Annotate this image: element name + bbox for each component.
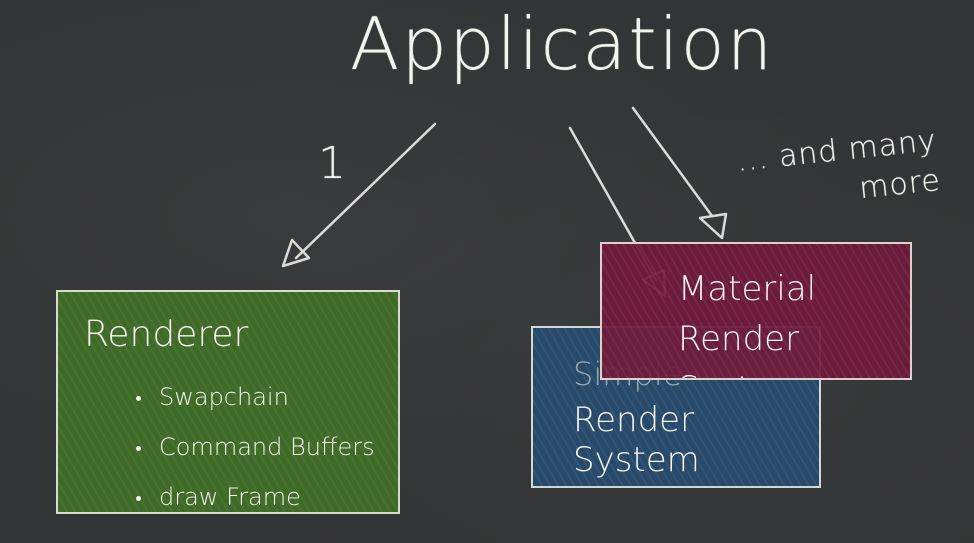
bullet-text: Command Buffers — [159, 433, 375, 461]
bullet-dot — [136, 495, 141, 501]
material-system-label: Material Render System — [678, 264, 910, 378]
renderer-box: Renderer Swapchain Command Buffers draw … — [56, 290, 400, 514]
simple-system-label-line2: Render System — [573, 400, 700, 480]
bullet-dot — [136, 445, 141, 451]
renderer-title: Renderer — [84, 314, 249, 355]
bullet-command-buffers: Command Buffers — [136, 422, 375, 472]
bullet-swapchain: Swapchain — [136, 372, 375, 422]
renderer-bullet-list: Swapchain Command Buffers draw Frame — [136, 372, 375, 512]
material-system-label-line1: Material — [678, 269, 817, 309]
application-title: Application — [350, 2, 775, 86]
bullet-text: Swapchain — [159, 383, 289, 411]
bullet-dot — [136, 395, 141, 401]
arrow-to-material-system — [631, 106, 728, 240]
arrow-to-renderer — [281, 122, 437, 268]
bullet-draw-frame: draw Frame — [136, 472, 375, 512]
arrow-label-count: 1 — [318, 138, 347, 189]
material-render-system-box: Material Render System — [600, 242, 912, 380]
material-system-label-line2: Render System — [678, 319, 805, 378]
bullet-text: draw Frame — [159, 483, 301, 511]
